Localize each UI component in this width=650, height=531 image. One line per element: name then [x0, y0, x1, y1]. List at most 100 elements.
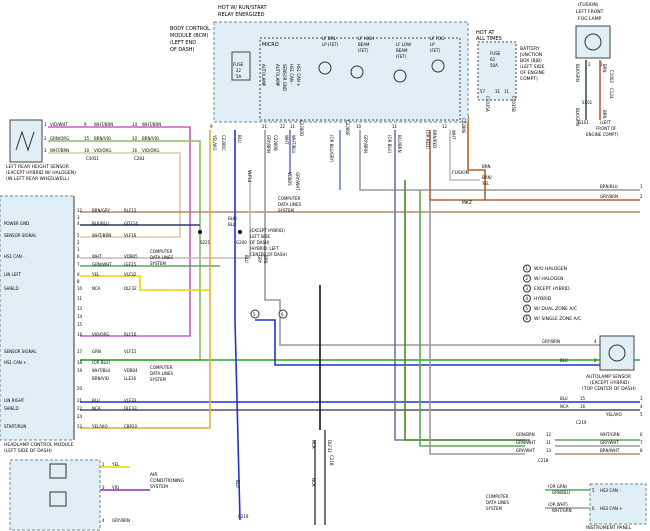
right-side-connections: BRN/BLU 1 GRY/BRN 2 FUSION BRN BRN/ YEL …	[452, 164, 643, 463]
ipc-label-2: DATA LINES	[486, 500, 510, 505]
wires	[48, 60, 640, 525]
bcm-wire-or-blu: (OR BLU)	[387, 135, 392, 153]
vw-nca: NCA	[311, 440, 316, 449]
rear-pin3-2: 10	[132, 136, 138, 141]
ac-label-1: AIR	[150, 472, 158, 478]
vw-blu: BLU	[244, 255, 249, 263]
hcm-row-circuit-7: RLF16	[124, 332, 137, 337]
bjb-title-4: (LEFT SIDE	[520, 64, 544, 70]
legend-num-1: 2	[526, 276, 529, 281]
ground-note-5: CENTER OF DASH)	[250, 252, 287, 257]
hcm-row-circuit-3: VDB05	[124, 254, 138, 259]
fet-drl-1: LF DRL	[322, 36, 337, 41]
bjb-pin-57: 57	[480, 89, 486, 94]
branch-5: 5	[253, 312, 256, 317]
rt-mid-wire-3: YEL/VIO	[605, 412, 622, 417]
wire-yel	[80, 275, 210, 291]
rear-conn-c3051: C3051	[86, 156, 99, 161]
hcm-row-circuit-8: VLF15	[124, 349, 137, 354]
hcm-row-circuit-14: CBP20	[124, 424, 137, 429]
ground-splice: S221 G200 BLK/ BLU (EXCEPT HYBRID) LEFT …	[198, 216, 287, 257]
fet-fog-symbol	[431, 59, 445, 73]
bjb-conn-a: C1035A	[485, 96, 490, 112]
bcm-pin-10: 10	[356, 124, 362, 129]
fet-high-2: BEAM	[358, 42, 370, 47]
ipc-label-1: COMPUTER	[486, 494, 509, 499]
vw-brn: BRN	[263, 255, 268, 264]
hcm-row-label-2: SENSOR SIGNAL	[4, 233, 37, 238]
bcm-wire-blu-brn: BLU/BRN	[397, 135, 402, 153]
bcm-pin-11: 11	[290, 124, 296, 129]
bjb-title-1: BATTERY	[520, 46, 540, 52]
rear-pin-2: 2	[44, 136, 47, 141]
wire-gry-wht	[429, 200, 525, 455]
cdl-2a: COMPUTER	[150, 365, 173, 370]
hcm-bottom-pin-1: 1	[102, 462, 105, 467]
ipc-label-3: SYSTEM	[486, 506, 502, 511]
bcm-title-3: (LEFT END	[170, 40, 196, 46]
ground-g200: G200	[236, 240, 247, 245]
fog-wire-brn: BRN	[602, 64, 607, 73]
legend-text-3: HYBRID	[534, 296, 552, 302]
hcm-extra-pin-5: 13	[77, 306, 83, 311]
legend-num-2: 3	[526, 286, 529, 291]
hcm-extra-pin-9: 24	[77, 414, 83, 419]
hcm-row-pin-12: 21	[77, 398, 83, 403]
fog-ground-2: (LEFT	[600, 120, 612, 125]
legend-text-4: W/ DUAL ZONE A/C	[534, 306, 577, 312]
bjb-hot-2: ALL TIMES	[476, 36, 502, 42]
hcm-row-circuit-4: LEF15	[124, 262, 137, 267]
fet-fog-3: (FET)	[430, 48, 441, 53]
ipc-wire-3: (OR WHT)	[548, 502, 568, 507]
rear-pin-1: 1	[44, 122, 47, 127]
wire-grn-brn	[404, 180, 525, 441]
rear-wire3-3: VIO/ORG	[142, 148, 159, 153]
bjb-fuse-2: 62	[490, 57, 496, 62]
hcm-row-pin-9: 18	[77, 360, 83, 365]
cdl-1a: COMPUTER	[150, 249, 173, 254]
hcm-row-wire-3: WHT	[92, 254, 102, 259]
bjb-pin-31: 31	[495, 89, 501, 94]
fog-wire-blkgrn: BLK/GRN	[575, 64, 580, 82]
ground-note-2: LEFT SIDE	[250, 234, 271, 239]
bcm-pin-9: 9	[210, 124, 213, 129]
rt-brn: BRN	[482, 164, 491, 169]
wire-vio-wht	[48, 126, 191, 337]
bcm-wire-or-blu-gry: (OR BLU/GRY)	[329, 135, 334, 163]
ground-note-1: (EXCEPT HYBRID)	[250, 228, 285, 233]
rt-top-pin-1: 1	[640, 184, 643, 189]
legend-marker-3	[523, 294, 531, 303]
bcm-conn-e2: C2280E	[461, 118, 466, 134]
cdl-1c: SYSTEM	[150, 261, 166, 266]
hcm-row-label-6: SHIELD	[4, 286, 19, 291]
ipc-wire-1: (OR GRN)	[548, 484, 568, 489]
hcm-row-wire-12: BLU	[92, 398, 100, 403]
hcm-row-wire-4: GRN/WHT	[92, 262, 112, 267]
fog-wire-brn-2: BRN	[602, 110, 607, 119]
hcm-row-wire-13: NCA	[92, 406, 101, 411]
hcm-bottom-wire-1: YEL	[111, 462, 120, 467]
bcm-wire-gry-brn: GRY/BRN	[266, 135, 271, 153]
bcm-wire-brn-red: BRN/RED	[432, 130, 437, 148]
vw-vlf14: VLF14	[247, 170, 252, 183]
bcm-fuse-3: 5A	[236, 74, 242, 79]
hcm-row-label-13: SHIELD	[4, 406, 19, 411]
hcm-row-label-14: START/RUN	[4, 424, 26, 429]
hcm-extra-pin-8: 20	[77, 386, 83, 391]
autolamp-title-3: (TOP CENTER OF DASH)	[582, 386, 636, 392]
fet-drl-2: LP (FET)	[322, 42, 339, 47]
bcm-wire-wht: WHT	[284, 135, 289, 145]
rt-top-wire-2: GRY/BRN	[600, 194, 618, 199]
rt-fusion: FUSION	[452, 170, 469, 176]
ipc-title-1: HS3 CAN -	[600, 488, 621, 493]
hcm-row-label-8: SENSOR SIGNAL	[4, 349, 37, 354]
hcm-extra-pin-7: 15	[77, 322, 83, 327]
hcm-bottom-pin-3: 3	[102, 485, 105, 490]
bjb-fuse-3: 50A	[490, 63, 498, 68]
bcm-micro: MICRO	[262, 42, 279, 48]
rear-wire2-3: VIO/ORG	[94, 148, 111, 153]
bcm-relay-label: RELAY ENERGIZED	[218, 12, 265, 18]
rt-low-pin-1: 12	[546, 432, 552, 437]
